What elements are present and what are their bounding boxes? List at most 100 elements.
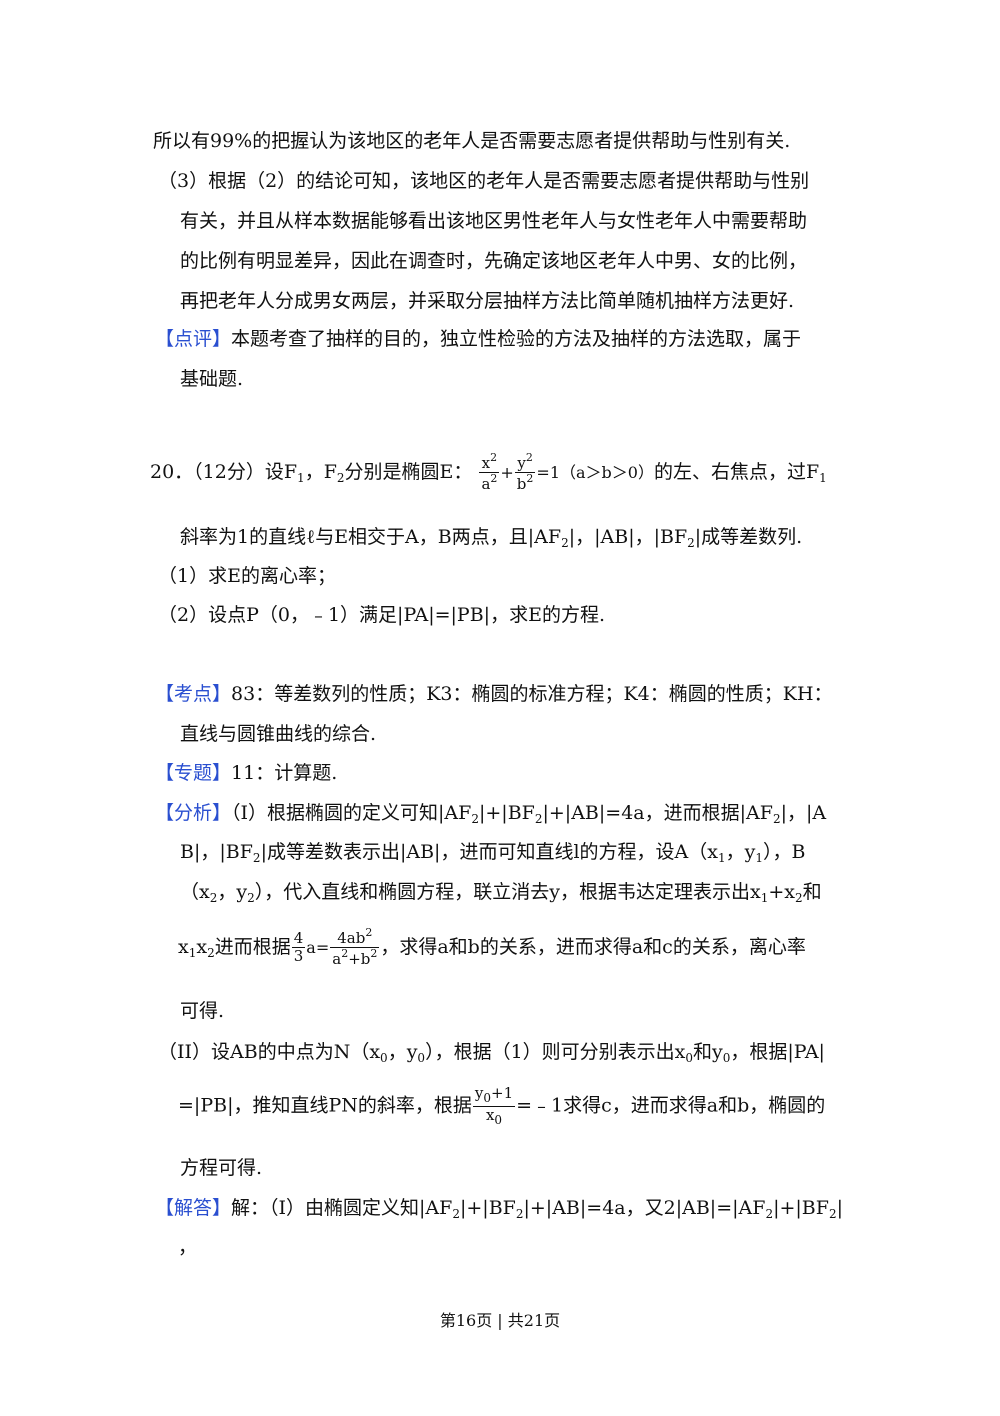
jieda-line-2: ， bbox=[178, 1236, 198, 1258]
fenxi-text: ，根据|PA| bbox=[730, 1041, 825, 1063]
fenxi-text: B|，|BF bbox=[180, 841, 253, 863]
zhuanti-tag: 【专题】 bbox=[155, 762, 232, 784]
problem-text: ，F bbox=[304, 460, 337, 483]
problem-text: 的左、右焦点，过F bbox=[653, 460, 820, 483]
subscript: 2 bbox=[687, 536, 695, 550]
jieda-text: |+|BF bbox=[773, 1197, 829, 1219]
math: a= bbox=[306, 937, 330, 957]
subscript: 2 bbox=[765, 1207, 774, 1221]
jieda-text: |+|AB|=4a，又2|AB|=|AF bbox=[523, 1197, 766, 1219]
problem-intro: 20．（12分）设F bbox=[150, 460, 298, 483]
comment-text: 本题考查了抽样的目的，独立性检验的方法及抽样的方法选取，属于 bbox=[231, 328, 802, 350]
fenxi-line-3: （x2，y2），代入直线和椭圆方程，联立消去y，根据韦达定理表示出x1+x2和 bbox=[180, 881, 822, 905]
fenxi-text: =﹣1求得c，进而求得a和b，椭圆的 bbox=[516, 1094, 826, 1117]
subscript: 2 bbox=[794, 891, 803, 905]
fenxi-text: ，y bbox=[217, 881, 248, 903]
fenxi-text: 和 bbox=[802, 881, 822, 903]
math: +b bbox=[348, 950, 371, 969]
jieda-tag: 【解答】 bbox=[155, 1197, 232, 1219]
subscript: 0 bbox=[380, 1051, 388, 1065]
fenxi-line-2: B|，|BF2|成等差数表示出|AB|，进而可知直线l的方程，设A（x1，y1）… bbox=[180, 841, 805, 865]
subscript: 2 bbox=[336, 470, 345, 485]
problem-text: 分别是椭圆E： bbox=[344, 460, 473, 483]
math: =1（a＞b＞0） bbox=[536, 462, 654, 482]
subscript: 1 bbox=[760, 891, 769, 905]
subscript: 2 bbox=[534, 812, 543, 826]
zhuanti-line: 【专题】11：计算题. bbox=[155, 762, 337, 785]
fenxi-text: |+|BF bbox=[478, 802, 535, 824]
fenxi-text: ），根据（1）则可分别表示出x bbox=[425, 1041, 686, 1063]
fenxi-text: ），B bbox=[762, 841, 806, 863]
jieda-line-1: 【解答】解：（I）由椭圆定义知|AF2|+|BF2|+|AB|=4a，又2|AB… bbox=[155, 1197, 843, 1221]
fenxi-text: ），代入直线和椭圆方程，联立消去y，根据韦达定理表示出x bbox=[254, 881, 761, 903]
fenxi-text: （I）根据椭圆的定义可知|AF bbox=[231, 802, 472, 824]
fenxi-text: 进而根据 bbox=[214, 935, 291, 958]
fenxi-tag: 【分析】 bbox=[155, 802, 232, 824]
math: 4ab bbox=[337, 929, 366, 947]
jieda-text: | bbox=[836, 1197, 843, 1219]
problem-text: |，|AB|，|BF bbox=[568, 526, 688, 548]
fenxi-text: x bbox=[178, 935, 189, 958]
subscript: 1 bbox=[819, 470, 827, 485]
subscript: 2 bbox=[828, 1207, 837, 1221]
subscript: 2 bbox=[515, 1207, 524, 1221]
jieda-text: 解：（I）由椭圆定义知|AF bbox=[231, 1197, 453, 1219]
subscript: 2 bbox=[561, 536, 569, 550]
power: 2 bbox=[341, 947, 349, 961]
math: x bbox=[485, 1105, 495, 1124]
fenxi-line-6: （II）设AB的中点为N（x0，y0），根据（1）则可分别表示出x0和y0，根据… bbox=[158, 1041, 825, 1065]
kaodian-text: 83：等差数列的性质；K3：椭圆的标准方程；K4：椭圆的性质；KH： bbox=[231, 683, 833, 705]
jieda-text: |+|BF bbox=[459, 1197, 516, 1219]
subscript: 1 bbox=[297, 470, 305, 485]
subscript: 2 bbox=[452, 1207, 460, 1221]
question-2: （2）设点P（0，﹣1）满足|PA|=|PB|，求E的方程. bbox=[158, 604, 605, 626]
text-line: 有关，并且从样本数据能够看出该地区男性老年人与女性老年人中需要帮助 bbox=[180, 210, 808, 232]
power: 2 bbox=[365, 926, 373, 939]
fenxi-text: 和y bbox=[693, 1041, 723, 1063]
math: x bbox=[481, 454, 491, 472]
fenxi-text: +x bbox=[768, 881, 795, 903]
subscript: 2 bbox=[209, 891, 218, 905]
fenxi-line-1: 【分析】（I）根据椭圆的定义可知|AF2|+|BF2|+|AB|=4a，进而根据… bbox=[155, 802, 826, 826]
power: 2 bbox=[370, 947, 378, 961]
subscript: 0 bbox=[494, 1112, 503, 1127]
math: y bbox=[474, 1084, 484, 1102]
subscript: 2 bbox=[772, 812, 781, 826]
math: y bbox=[517, 454, 526, 472]
text-line: 再把老年人分成男女两层，并采取分层抽样方法比简单随机抽样方法更好. bbox=[180, 290, 795, 312]
subscript: 2 bbox=[247, 891, 255, 905]
subscript: 0 bbox=[722, 1051, 731, 1065]
fenxi-text: ，y bbox=[725, 841, 756, 863]
power: 2 bbox=[490, 472, 498, 486]
math: + bbox=[500, 462, 514, 482]
text-line: 所以有99%的把握认为该地区的老年人是否需要志愿者提供帮助与性别有关. bbox=[153, 130, 791, 152]
fenxi-line-8: 方程可得. bbox=[180, 1157, 263, 1179]
fenxi-text: （x bbox=[180, 881, 210, 903]
fenxi-text: ，求得a和b的关系，进而求得a和c的关系，离心率 bbox=[380, 935, 806, 958]
math: +1 bbox=[491, 1084, 514, 1102]
text-line: （3）根据（2）的结论可知，该地区的老年人是否需要志愿者提供帮助与性别 bbox=[158, 170, 810, 192]
kaodian-line: 【考点】83：等差数列的性质；K3：椭圆的标准方程；K4：椭圆的性质；KH： bbox=[155, 683, 833, 706]
subscript: 1 bbox=[755, 851, 763, 865]
text-line: 基础题. bbox=[180, 368, 244, 390]
math: a bbox=[481, 475, 491, 494]
subscript: 1 bbox=[188, 945, 197, 960]
subscript: 0 bbox=[685, 1051, 694, 1065]
text-line: 的比例有明显差异，因此在调查时，先确定该地区老年人中男、女的比例， bbox=[180, 250, 808, 272]
math: 4 bbox=[291, 929, 306, 949]
fenxi-text: =|PB|，推知直线PN的斜率，根据 bbox=[178, 1094, 472, 1117]
fenxi-text: |，|A bbox=[780, 802, 827, 824]
power: 2 bbox=[525, 451, 533, 464]
fenxi-text: x bbox=[196, 935, 208, 958]
subscript: 0 bbox=[417, 1051, 426, 1065]
power: 2 bbox=[490, 451, 498, 464]
subscript: 2 bbox=[207, 945, 215, 960]
subscript: 1 bbox=[717, 851, 726, 865]
